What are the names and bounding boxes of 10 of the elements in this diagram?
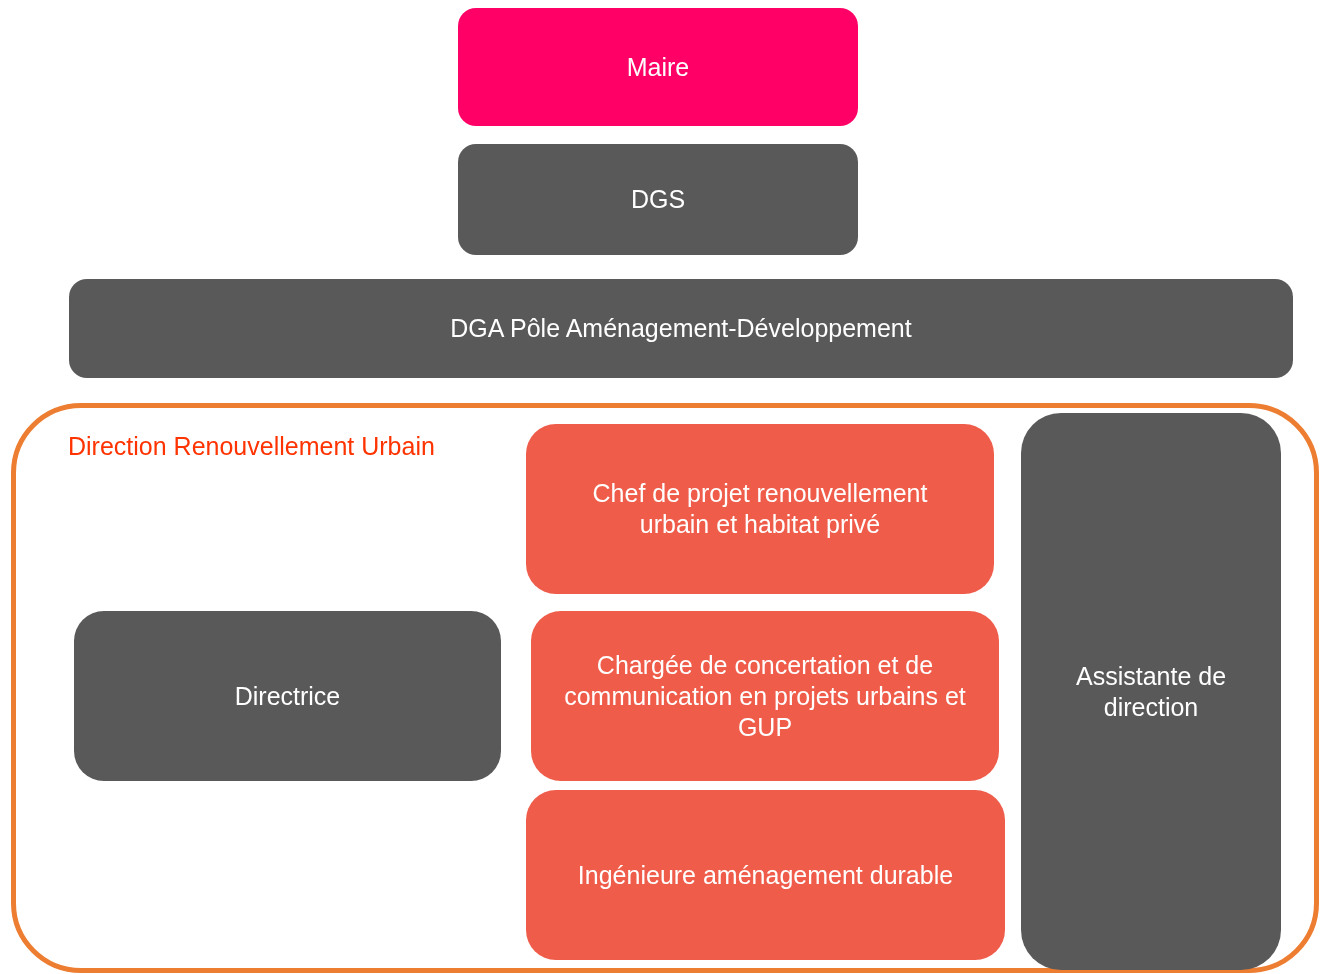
group-title: Direction Renouvellement Urbain: [68, 432, 435, 461]
group-frame: [11, 403, 1319, 973]
role-box: Ingénieure aménagement durable: [526, 790, 1005, 960]
role-box: DGS: [458, 144, 858, 255]
role-box: Chef de projet renouvellement urbain et habitat privé: [526, 424, 994, 594]
role-box: Directrice: [74, 611, 501, 781]
department-box: DGA Pôle Aménagement-Développement: [69, 279, 1293, 378]
role-box: Maire: [458, 8, 858, 126]
role-box: Assistante de direction: [1021, 413, 1281, 970]
role-box: Chargée de concertation et de communication en projets urbains et GUP: [531, 611, 999, 781]
